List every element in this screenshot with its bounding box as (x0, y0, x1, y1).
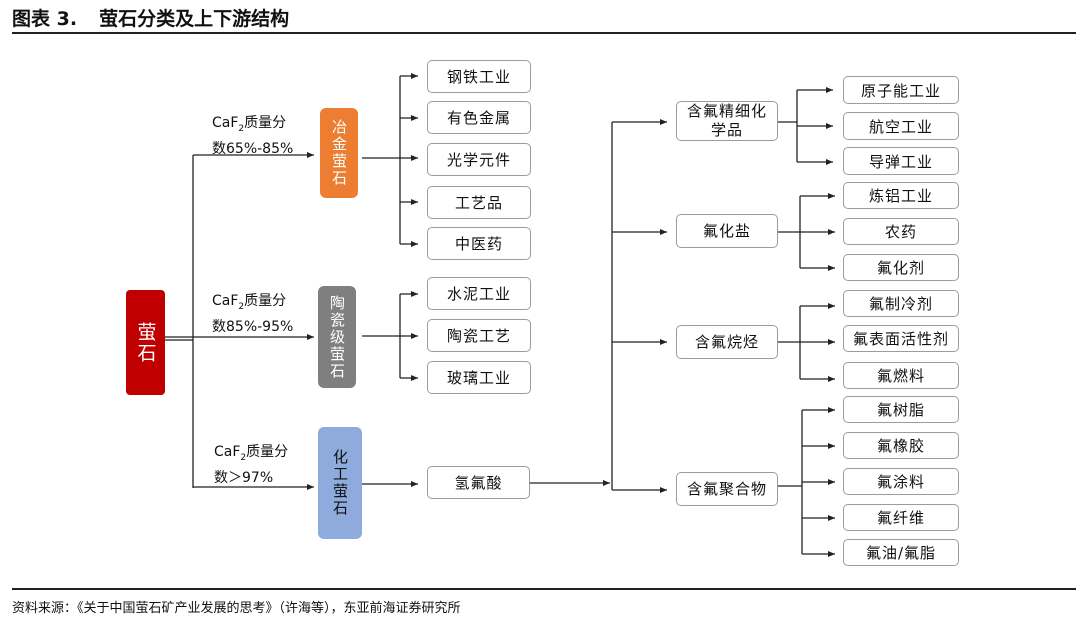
use-glass: 玻璃工业 (427, 361, 531, 394)
type-metallurgical-label: 冶金萤石 (330, 119, 348, 187)
use-fluororesin: 氟树脂 (843, 396, 959, 423)
use-ceramics: 陶瓷工艺 (427, 319, 531, 352)
use-fluoro-coating: 氟涂料 (843, 468, 959, 495)
category-fluoropolymers: 含氟聚合物 (676, 472, 778, 506)
type-chemical-label: 化工萤石 (331, 449, 349, 517)
use-fluororubber: 氟橡胶 (843, 432, 959, 459)
type-ceramic-box: 陶瓷级萤石 (318, 286, 356, 388)
type-chemical-box: 化工萤石 (318, 427, 362, 539)
use-aluminum-smelting: 炼铝工业 (843, 182, 959, 209)
use-fluoro-fiber: 氟纤维 (843, 504, 959, 531)
hydrofluoric-acid-box: 氢氟酸 (427, 466, 530, 499)
category-fine-chemicals: 含氟精细化学品 (676, 101, 778, 141)
type-ceramic-label: 陶瓷级萤石 (328, 294, 346, 380)
grade-label-1: CaF2质量分 数65%-85% (212, 115, 294, 157)
use-nonferrous: 有色金属 (427, 101, 531, 134)
root-fluorite-box: 萤石 (126, 290, 165, 395)
use-cement: 水泥工业 (427, 277, 531, 310)
use-crafts: 工艺品 (427, 186, 531, 219)
use-optical: 光学元件 (427, 143, 531, 176)
use-nuclear: 原子能工业 (843, 76, 959, 104)
category-fluoroalkanes: 含氟烷烃 (676, 325, 778, 359)
figure-number: 图表 3. (12, 8, 78, 30)
use-surfactant: 氟表面活性剂 (843, 325, 959, 352)
use-fluoro-oil: 氟油/氟脂 (843, 539, 959, 566)
type-metallurgical-box: 冶金萤石 (320, 108, 358, 198)
use-refrigerant: 氟制冷剂 (843, 290, 959, 317)
top-rule (12, 32, 1076, 34)
grade-label-3: CaF2质量分 数＞97% (214, 444, 289, 486)
grade-label-2: CaF2质量分 数85%-95% (212, 293, 294, 335)
use-tcm: 中医药 (427, 227, 531, 260)
use-steel: 钢铁工业 (427, 60, 531, 93)
use-fuel: 氟燃料 (843, 362, 959, 389)
use-pesticide: 农药 (843, 218, 959, 245)
bottom-rule (12, 588, 1076, 590)
source-note: 资料来源：《关于中国萤石矿产业发展的思考》（许海等），东亚前海证券研究所 (12, 601, 461, 616)
use-missile: 导弹工业 (843, 147, 959, 175)
root-label: 萤石 (134, 321, 157, 364)
use-aviation: 航空工业 (843, 112, 959, 140)
figure-title-text: 萤石分类及上下游结构 (99, 8, 290, 30)
use-fluorinating-agent: 氟化剂 (843, 254, 959, 281)
category-fluoride-salts: 氟化盐 (676, 214, 778, 248)
figure-title: 图表 3. 萤石分类及上下游结构 (12, 4, 289, 31)
